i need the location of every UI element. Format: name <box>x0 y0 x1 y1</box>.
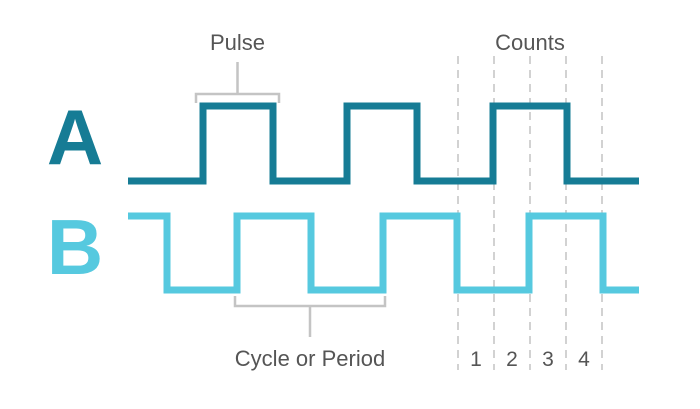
count-number-4: 4 <box>578 348 590 371</box>
count-number-2: 2 <box>506 348 518 371</box>
count-number-3: 3 <box>542 348 554 371</box>
channel-a-waveform <box>128 102 639 185</box>
counts-label: Counts <box>495 30 565 55</box>
pulse-bracket <box>194 62 281 103</box>
count-number-1: 1 <box>470 348 482 371</box>
cycle-label: Cycle or Period <box>235 346 385 371</box>
pulse-label: Pulse <box>210 30 265 55</box>
channel-b-label: B <box>47 203 103 291</box>
channel-b-waveform <box>128 212 639 294</box>
count-numbers: 1 2 3 4 <box>470 348 590 371</box>
channel-a-label: A <box>47 93 103 181</box>
cycle-bracket <box>233 296 387 337</box>
